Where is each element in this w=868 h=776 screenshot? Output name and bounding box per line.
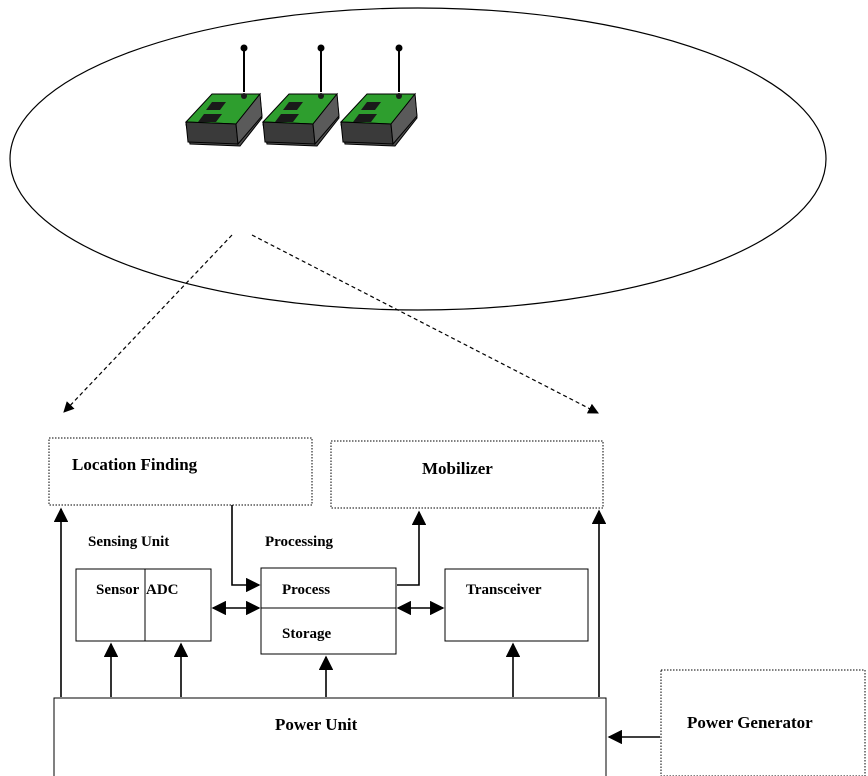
process-label: Process — [282, 582, 330, 598]
storage-label: Storage — [282, 626, 331, 642]
sensor-node-icon — [340, 43, 418, 147]
mobilizer-box — [330, 440, 604, 509]
transceiver-label: Transceiver — [466, 582, 542, 598]
sensor-node-icon — [262, 43, 340, 147]
transceiver-box — [444, 568, 589, 642]
location-to-process-arrow — [231, 505, 261, 593]
sensor-node-icon — [185, 43, 263, 147]
power-unit-box — [53, 697, 607, 776]
sensor-field-ellipse — [9, 7, 827, 311]
process-to-mobilizer-arrow — [397, 510, 427, 586]
processing-box — [260, 567, 397, 655]
power-generator-box — [660, 669, 866, 776]
location-finding-box — [48, 437, 313, 506]
sensing-unit-box — [75, 568, 212, 642]
zoom-line-right — [251, 234, 599, 414]
zoom-line-left — [63, 234, 233, 413]
power-unit-label: Power Unit — [275, 715, 358, 734]
mobilizer-label: Mobilizer — [422, 459, 493, 478]
sensor-label: Sensor — [96, 582, 140, 598]
adc-label: ADC — [146, 582, 179, 598]
processing-label: Processing — [265, 534, 334, 550]
location-finding-label: Location Finding — [72, 455, 198, 474]
power-generator-label: Power Generator — [687, 713, 813, 732]
sensing-unit-label: Sensing Unit — [88, 534, 169, 550]
